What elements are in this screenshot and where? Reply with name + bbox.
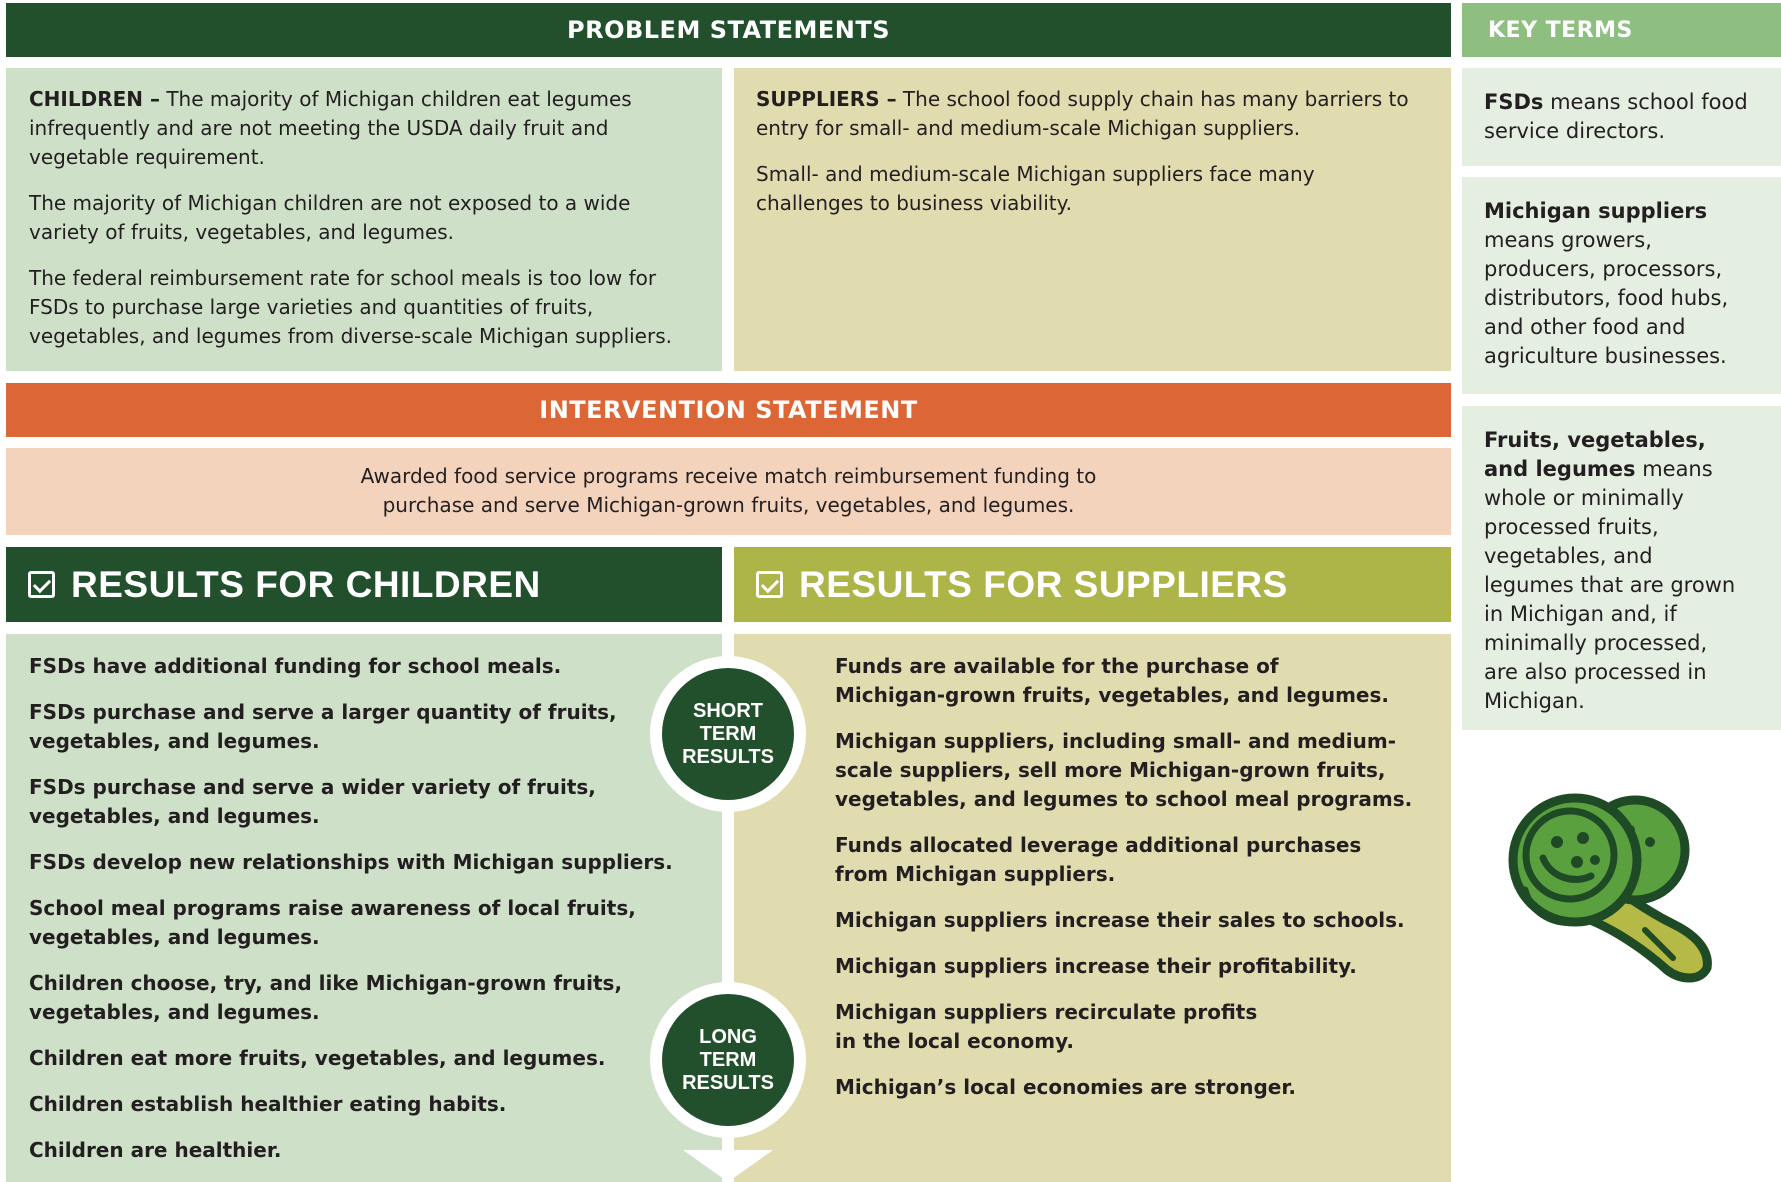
list-item: Michigan suppliers increase their profit… bbox=[835, 954, 1357, 978]
key-term-fsds-term: FSDs bbox=[1484, 90, 1544, 114]
key-term-suppliers-term: Michigan suppliers bbox=[1484, 199, 1708, 223]
short-term-word-1: SHORT bbox=[693, 699, 763, 722]
key-term-fruits-vegetables-legumes: Fruits, vegetables, and legumes means wh… bbox=[1462, 406, 1781, 730]
list-item: Funds allocated leverage additional purc… bbox=[835, 833, 1362, 886]
intervention-line-1: Awarded food service programs receive ma… bbox=[360, 464, 1097, 488]
suppliers-problem-panel: SUPPLIERS – The school food supply chain… bbox=[734, 68, 1451, 371]
broccoli-icon bbox=[1508, 793, 1712, 983]
key-term-fsds: FSDs means school food service directors… bbox=[1462, 68, 1781, 166]
key-term-fvl-def: means whole or minimally processed fruit… bbox=[1484, 457, 1736, 713]
list-item: FSDs purchase and serve a larger quantit… bbox=[29, 700, 617, 753]
key-term-michigan-suppliers: Michigan suppliers means growers, produc… bbox=[1462, 177, 1781, 394]
list-item: Michigan’s local economies are stronger. bbox=[835, 1075, 1296, 1099]
children-problem-panel: CHILDREN – The majority of Michigan chil… bbox=[6, 68, 722, 371]
children-label: CHILDREN – bbox=[29, 87, 160, 111]
key-term-fsds-def: means school food service directors. bbox=[1484, 90, 1748, 143]
list-item: Michigan suppliers increase their sales … bbox=[835, 908, 1405, 932]
long-term-results-badge: LONG TERM RESULTS bbox=[650, 982, 806, 1138]
down-arrow-icon bbox=[683, 1150, 773, 1182]
list-item: Children eat more fruits, vegetables, an… bbox=[29, 1046, 606, 1070]
results-suppliers-header: RESULTS FOR SUPPLIERS bbox=[734, 547, 1451, 622]
key-terms-header: KEY TERMS bbox=[1462, 3, 1781, 57]
checkbox-icon bbox=[756, 571, 783, 598]
checkbox-icon bbox=[28, 571, 55, 598]
list-item: Children are healthier. bbox=[29, 1138, 282, 1162]
list-item: Michigan suppliers, including small- and… bbox=[835, 729, 1413, 811]
children-problem-1: CHILDREN – The majority of Michigan chil… bbox=[29, 85, 698, 172]
suppliers-problem-2: Small- and medium-scale Michigan supplie… bbox=[756, 162, 1315, 215]
intervention-header: INTERVENTION STATEMENT bbox=[6, 383, 1451, 437]
results-children-title: RESULTS FOR CHILDREN bbox=[71, 563, 541, 605]
suppliers-problem-1: SUPPLIERS – The school food supply chain… bbox=[756, 85, 1427, 143]
suppliers-problem-1-text: The school food supply chain has many ba… bbox=[756, 87, 1409, 140]
short-term-results-badge: SHORT TERM RESULTS bbox=[650, 656, 806, 812]
children-problem-3: The federal reimbursement rate for schoo… bbox=[29, 266, 672, 348]
list-item: School meal programs raise awareness of … bbox=[29, 896, 636, 949]
short-term-word-2: TERM bbox=[699, 722, 757, 745]
short-term-word-3: RESULTS bbox=[682, 745, 774, 768]
problem-statements-header: PROBLEM STATEMENTS bbox=[6, 3, 1451, 57]
children-problem-2: The majority of Michigan children are no… bbox=[29, 191, 631, 244]
results-children-panel: FSDs have additional funding for school … bbox=[6, 634, 722, 1182]
short-term-results-label: SHORT TERM RESULTS bbox=[662, 668, 794, 800]
list-item: FSDs have additional funding for school … bbox=[29, 654, 562, 678]
long-term-word-2: TERM bbox=[699, 1048, 757, 1071]
intervention-line-2: purchase and serve Michigan-grown fruits… bbox=[382, 493, 1075, 517]
suppliers-label: SUPPLIERS – bbox=[756, 87, 897, 111]
list-item: FSDs develop new relationships with Mich… bbox=[29, 850, 673, 874]
results-children-header: RESULTS FOR CHILDREN bbox=[6, 547, 722, 622]
list-item: Funds are available for the purchase of … bbox=[835, 654, 1389, 707]
results-suppliers-panel: Funds are available for the purchase of … bbox=[734, 634, 1451, 1182]
children-problem-1-text: The majority of Michigan children eat le… bbox=[29, 87, 632, 169]
results-suppliers-title: RESULTS FOR SUPPLIERS bbox=[799, 563, 1288, 605]
long-term-results-label: LONG TERM RESULTS bbox=[662, 994, 794, 1126]
long-term-word-3: RESULTS bbox=[682, 1071, 774, 1094]
list-item: Michigan suppliers recirculate profits i… bbox=[835, 1000, 1258, 1053]
list-item: Children choose, try, and like Michigan-… bbox=[29, 971, 623, 1024]
list-item: Children establish healthier eating habi… bbox=[29, 1092, 507, 1116]
long-term-word-1: LONG bbox=[699, 1025, 757, 1048]
list-item: FSDs purchase and serve a wider variety … bbox=[29, 775, 596, 828]
key-term-suppliers-def: means growers, producers, processors, di… bbox=[1484, 228, 1729, 368]
intervention-panel: Awarded food service programs receive ma… bbox=[6, 448, 1451, 535]
key-term-fvl-term: Fruits, vegetables, and legumes bbox=[1484, 428, 1706, 481]
